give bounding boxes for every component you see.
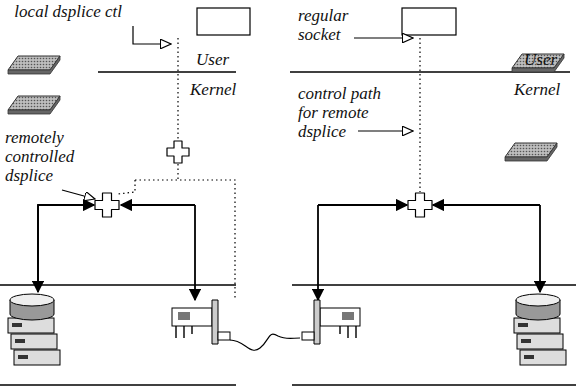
layer-label: Kernel xyxy=(190,80,240,99)
disk-stack xyxy=(8,294,60,365)
network-card xyxy=(302,300,360,344)
artwork xyxy=(0,8,576,385)
control-path xyxy=(177,164,178,180)
layer-label: User xyxy=(196,50,240,69)
callout-label: regular socket xyxy=(298,6,358,44)
user-process xyxy=(197,8,250,35)
data-path xyxy=(38,205,94,290)
leader-arrow xyxy=(62,190,95,199)
file-slab-edge xyxy=(8,96,60,114)
disk-stack xyxy=(514,294,566,365)
data-path xyxy=(433,204,540,206)
user-process xyxy=(402,8,456,35)
callout-label: local dsplice ctl xyxy=(4,2,122,21)
layer-line xyxy=(98,71,236,73)
layer-label: User xyxy=(524,50,568,69)
data-path xyxy=(194,205,196,300)
data-path xyxy=(121,204,195,206)
dsplice-symbol xyxy=(408,193,432,217)
callout-label: remotely controlled dsplice xyxy=(5,128,87,185)
data-path xyxy=(318,204,407,206)
layer-label: Kernel xyxy=(514,80,568,99)
layer-line xyxy=(292,284,576,286)
data-path xyxy=(317,205,319,300)
data-path xyxy=(37,205,39,292)
control-path xyxy=(118,180,135,194)
layer-line xyxy=(0,384,236,386)
control-path xyxy=(419,38,420,192)
control-path xyxy=(135,180,235,300)
dsplice-symbol xyxy=(95,193,119,217)
dsplice-symbol xyxy=(167,141,189,163)
layer-line xyxy=(0,284,236,286)
network-wire xyxy=(230,334,300,350)
leader-arrow xyxy=(354,37,413,38)
file-slab-edge xyxy=(8,56,60,74)
leader-arrow xyxy=(358,130,413,131)
file-slab-edge xyxy=(505,143,557,161)
data-path xyxy=(539,205,541,292)
layer-line xyxy=(292,384,576,386)
callout-label: control path for remote dsplice xyxy=(298,84,398,141)
leader-arrow xyxy=(133,26,171,44)
network-card xyxy=(172,300,230,344)
control-path xyxy=(177,38,178,140)
